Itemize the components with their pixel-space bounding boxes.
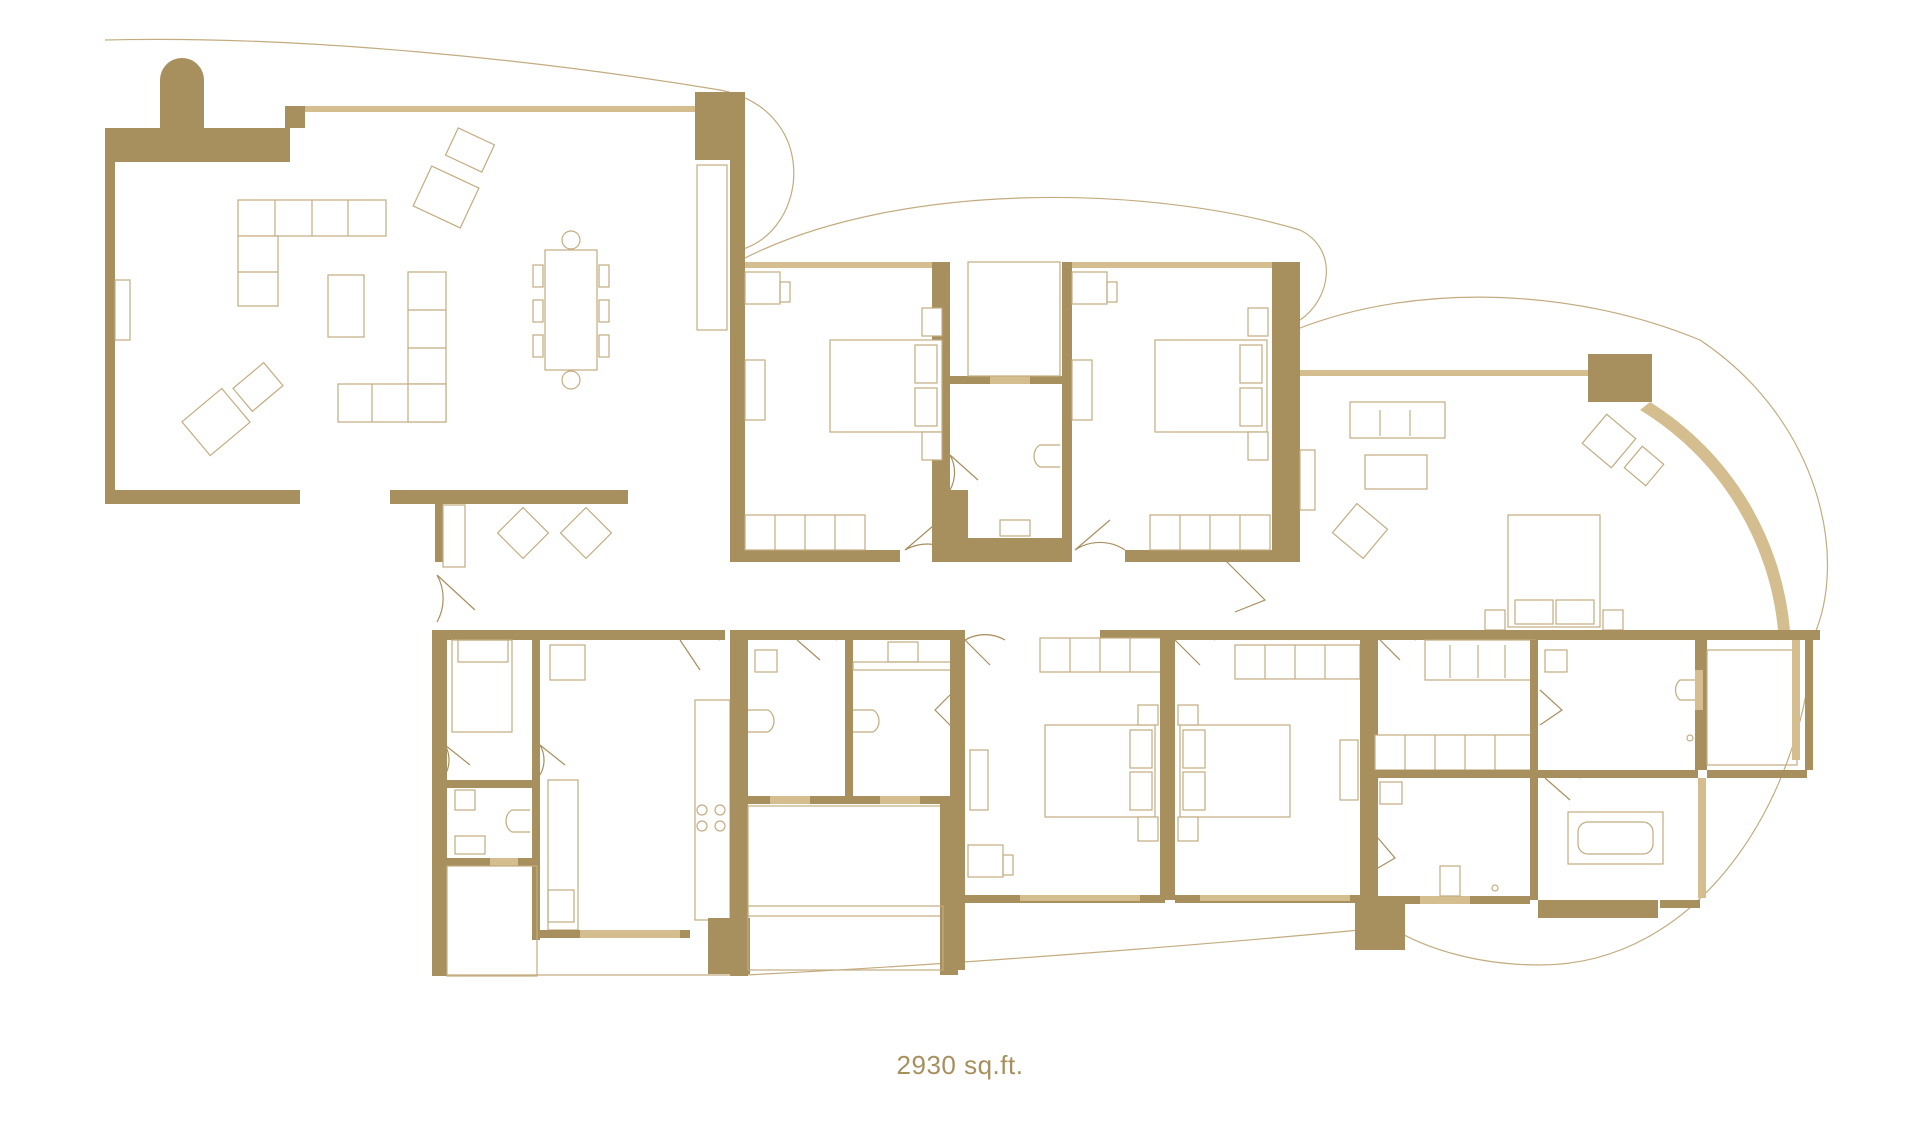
entry-corridor [435, 502, 613, 623]
living-room [105, 58, 745, 562]
kitchen-area [432, 630, 750, 977]
area-label: 2930 sq.ft. [896, 1050, 1024, 1080]
bathroom-1 [949, 261, 1062, 562]
terrace-outline [104, 38, 1829, 976]
bedroom-3 [964, 630, 1175, 903]
hallway [435, 630, 1820, 640]
bedroom-1 [730, 262, 951, 562]
master-bedroom [1224, 354, 1790, 631]
bedroom-2 [1062, 262, 1300, 562]
master-ensuite [1355, 630, 1807, 950]
bathrooms-lower [745, 630, 965, 970]
exterior-walls-bottom [747, 630, 1813, 975]
bedroom-4 [1174, 630, 1378, 903]
